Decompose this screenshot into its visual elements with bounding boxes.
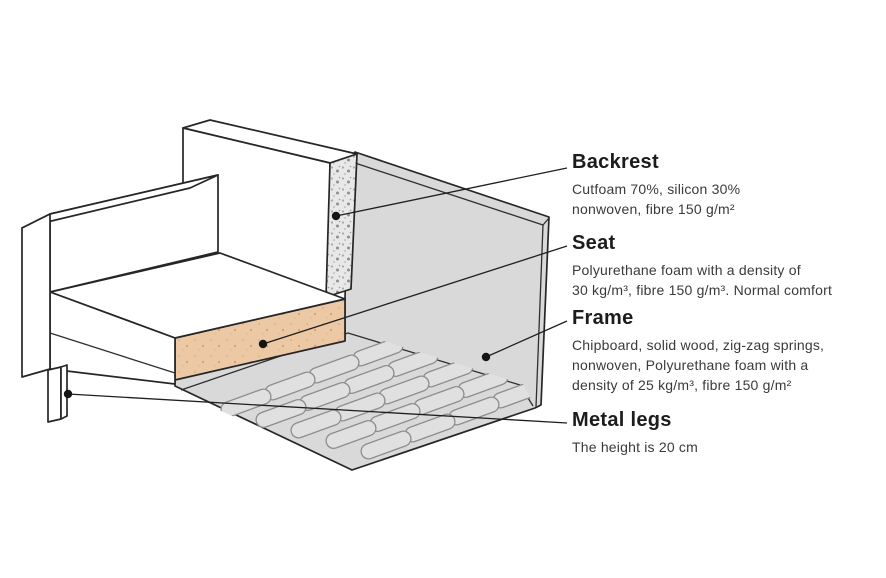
leader-line-backrest [335,167,568,217]
leader-dot-metal-legs [63,389,73,399]
label-title-seat: Seat [572,232,616,254]
label-title-frame: Frame [572,307,634,329]
leader-line-metal-legs [67,393,568,424]
zigzag-springs-group [220,337,536,460]
label-desc-line: 30 kg/m³, fibre 150 g/m³. Normal comfort [572,282,833,298]
label-desc-metal-legs: The height is 20 cm [572,437,698,457]
label-desc-seat: Polyurethane foam with a density of 30 k… [572,260,832,300]
label-desc-frame: Chipboard, solid wood, zig-zag springs, … [572,335,824,395]
leader-dot-seat [258,339,268,349]
spring [290,409,342,439]
leader-dot-backrest [331,211,341,221]
leader-line-seat [262,245,568,345]
label-backrest: Backrest Cutfoam 70%, silicon 30% nonwov… [572,150,740,219]
spring [325,420,377,449]
label-desc-line: nonwoven, Polyurethane foam with a [572,357,809,373]
label-desc-line: Cutfoam 70%, silicon 30% [572,181,741,197]
backrest-cutfoam-face [325,153,358,298]
leader-line-frame [485,320,568,358]
armrest-front-face [21,213,51,378]
metal-leg-front [47,366,62,423]
label-frame: Frame Chipboard, solid wood, zig-zag spr… [572,306,824,395]
label-desc-line: density of 25 kg/m³, fibre 150 g/m² [572,377,792,393]
label-seat: Seat Polyurethane foam with a density of… [572,231,832,300]
seat-base-divider-edge [49,332,176,374]
label-title-backrest: Backrest [572,151,659,173]
spring [360,430,412,460]
label-desc-line: Chipboard, solid wood, zig-zag springs, [572,337,825,353]
label-metal-legs: Metal legs The height is 20 cm [572,408,698,457]
label-desc-line: The height is 20 cm [572,439,698,455]
metal-leg-side [60,364,68,420]
leader-dot-frame [481,352,491,362]
label-desc-line: Polyurethane foam with a density of [572,262,801,278]
label-desc-backrest: Cutfoam 70%, silicon 30% nonwoven, fibre… [572,179,740,219]
label-desc-line: nonwoven, fibre 150 g/m² [572,201,735,217]
frame-rim-corner-edge [542,217,550,226]
label-title-metal-legs: Metal legs [572,409,672,431]
